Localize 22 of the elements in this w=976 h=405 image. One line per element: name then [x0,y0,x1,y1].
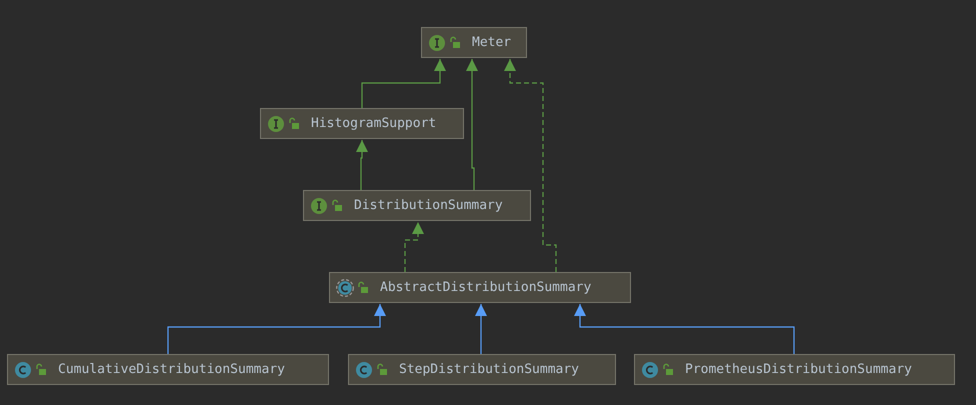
inheritance-arrow [167,304,386,354]
inheritance-arrow [504,59,557,272]
class-name: AbstractDistributionSummary [380,280,592,295]
class-name: Meter [472,35,512,50]
inheritance-arrow [466,59,478,190]
inheritance-arrow [356,140,368,190]
class-box [329,272,631,303]
class-name: CumulativeDistributionSummary [58,362,285,377]
inheritance-arrow [574,304,795,354]
class-name: HistogramSupport [311,116,436,131]
class-name: PrometheusDistributionSummary [685,362,912,377]
class-box [260,108,464,139]
class-box [348,354,616,385]
class-box [7,354,329,385]
class-name: StepDistributionSummary [399,362,580,377]
class-name: DistributionSummary [354,198,503,213]
class-box [421,27,527,58]
class-box [634,354,955,385]
class-box [303,190,531,221]
inheritance-arrow [404,222,424,272]
inheritance-arrow [361,59,446,108]
inheritance-arrow [475,304,487,354]
